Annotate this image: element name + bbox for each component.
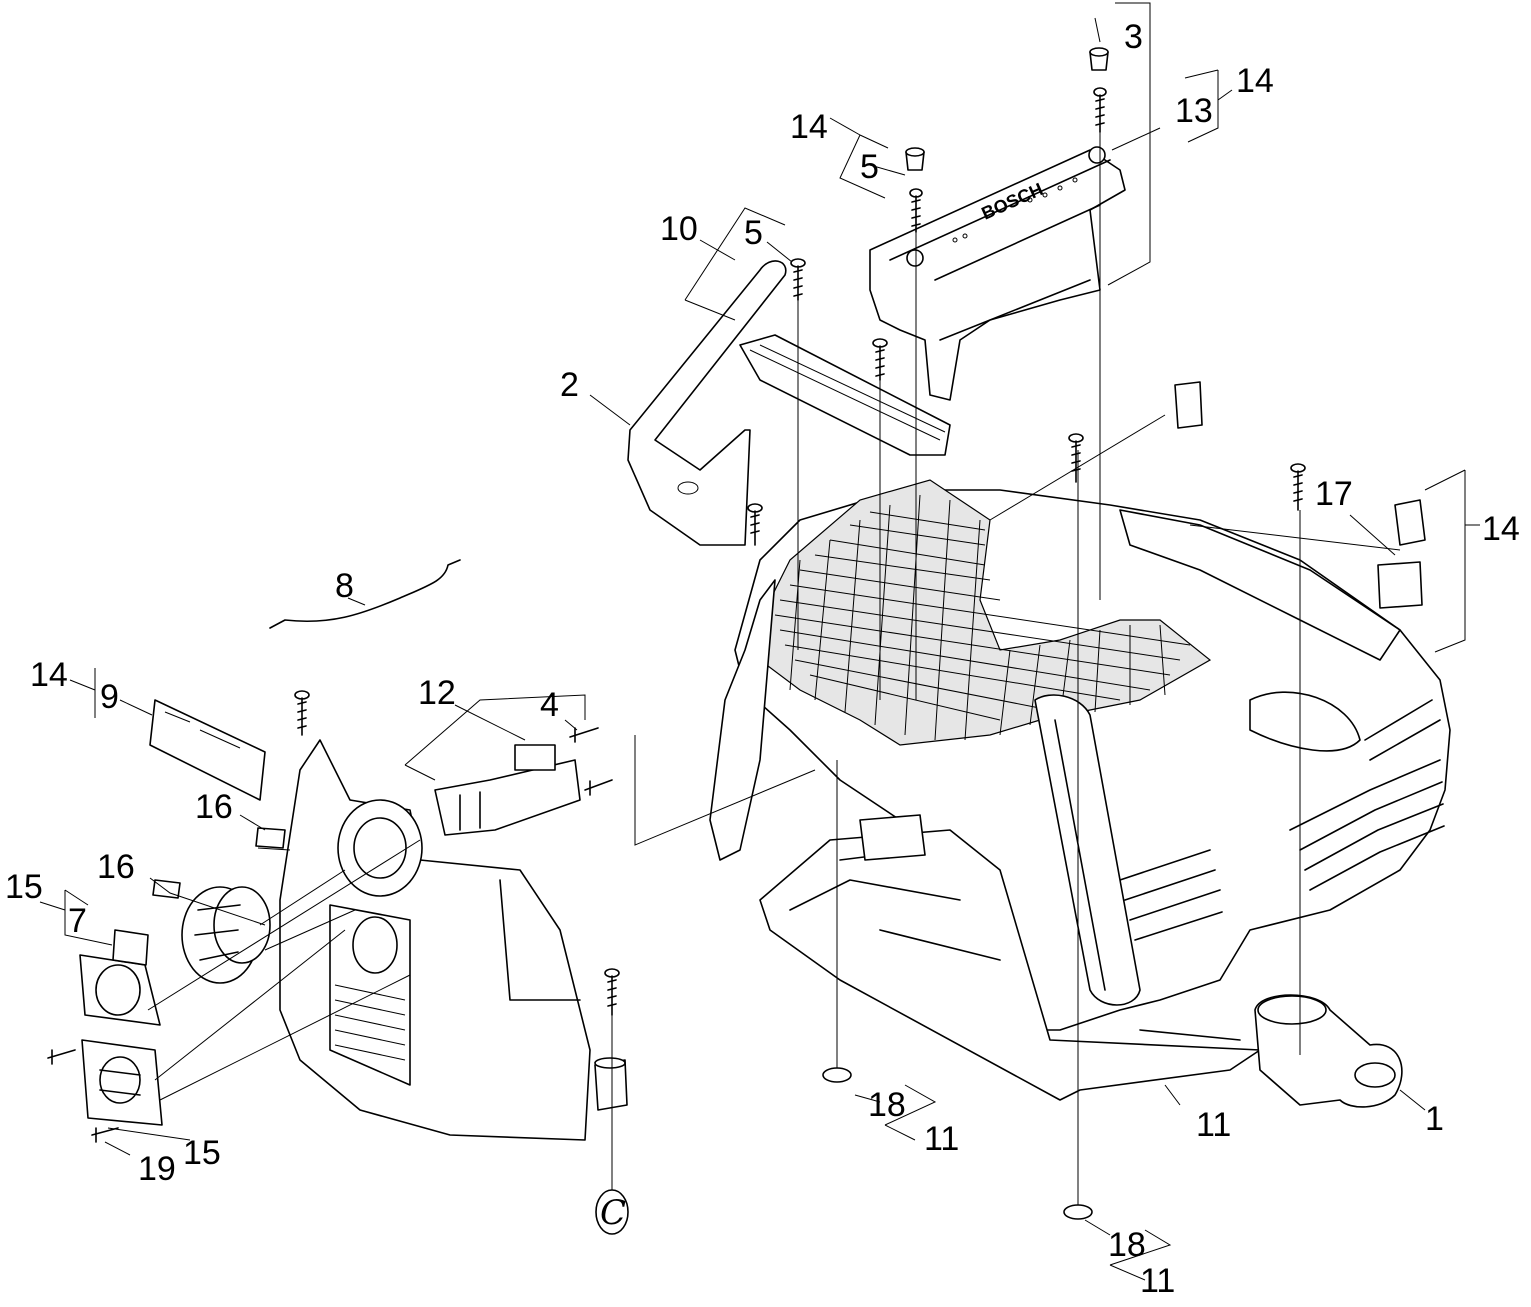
label-3: 3 bbox=[1124, 18, 1143, 56]
spacer-sleeve bbox=[594, 1057, 628, 1111]
label-2: 2 bbox=[560, 366, 579, 404]
cable-bracket bbox=[627, 260, 787, 546]
stickers bbox=[112, 381, 1426, 966]
label-11-bottom: 11 bbox=[1140, 1262, 1175, 1300]
label-12: 12 bbox=[418, 674, 456, 712]
top-handle: BOSCH bbox=[869, 146, 1126, 401]
label-13: 13 bbox=[1175, 92, 1213, 130]
label-16-lower: 16 bbox=[97, 848, 135, 886]
label-15-lower: 15 bbox=[183, 1134, 221, 1172]
marker-c: C bbox=[600, 1193, 626, 1233]
grip-bar bbox=[739, 334, 951, 456]
socket-frames bbox=[79, 954, 163, 1126]
leader-lines bbox=[39, 2, 1480, 1281]
deck-grid bbox=[774, 494, 1191, 741]
panel-vents bbox=[334, 984, 406, 1061]
screws bbox=[47, 87, 1306, 1143]
label-1: 1 bbox=[1425, 1100, 1444, 1138]
switch-assembly bbox=[434, 744, 581, 836]
plugs bbox=[905, 47, 1109, 171]
callout-labels: 3 14 13 14 5 10 5 2 17 14 8 14 9 12 4 16… bbox=[5, 18, 1520, 1300]
label-15-upper: 15 bbox=[5, 868, 43, 906]
label-10: 10 bbox=[660, 210, 698, 248]
label-5-plug: 5 bbox=[860, 148, 879, 186]
label-7: 7 bbox=[68, 902, 87, 940]
label-14-handle: 14 bbox=[790, 108, 828, 146]
label-18-left: 18 bbox=[868, 1086, 906, 1124]
label-17: 17 bbox=[1315, 475, 1353, 513]
handle-dots bbox=[952, 177, 1078, 243]
hose-clamp bbox=[1254, 994, 1403, 1108]
label-19: 19 bbox=[138, 1150, 176, 1188]
foot-right bbox=[1063, 1204, 1093, 1220]
side-vents bbox=[1289, 699, 1445, 891]
knob bbox=[181, 886, 271, 984]
label-14-left: 14 bbox=[30, 656, 68, 694]
label-11-left: 11 bbox=[924, 1120, 959, 1158]
label-14-right: 14 bbox=[1482, 510, 1520, 548]
label-18-right: 18 bbox=[1108, 1226, 1146, 1264]
label-8: 8 bbox=[335, 567, 354, 605]
front-vents bbox=[1119, 849, 1223, 941]
label-9: 9 bbox=[100, 678, 119, 716]
main-housing bbox=[709, 479, 1451, 1101]
cable bbox=[269, 559, 461, 629]
label-11-middle: 11 bbox=[1196, 1106, 1231, 1144]
front-panel bbox=[279, 739, 591, 1141]
label-4: 4 bbox=[540, 686, 559, 724]
foot-left bbox=[822, 1067, 852, 1083]
label-14-top-right: 14 bbox=[1236, 62, 1274, 100]
label-strip bbox=[149, 699, 266, 801]
label-16-upper: 16 bbox=[195, 788, 233, 826]
label-5-screw: 5 bbox=[744, 214, 763, 252]
